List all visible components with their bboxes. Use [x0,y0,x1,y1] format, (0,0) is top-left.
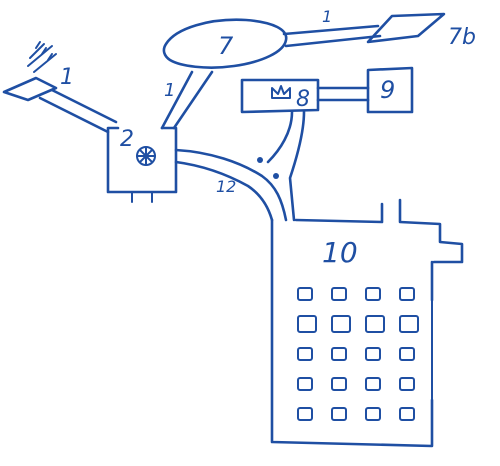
building-10: 10 [270,198,464,448]
path-2-to-10-label: 12 [216,177,236,196]
window [365,287,381,301]
room-1-label: 1 [60,65,74,90]
window-grid [297,287,419,421]
window [365,407,381,421]
room-9: 9 [366,66,414,114]
window [399,315,419,333]
window [331,377,347,391]
door-marker [257,157,263,163]
room-2-label: 2 [120,127,134,152]
path-8-to-9 [316,86,370,102]
room-8-label: 8 [296,87,310,112]
building-10-label: 10 [322,236,358,269]
window [331,407,347,421]
window [365,315,385,333]
window [331,315,351,333]
window [399,287,415,301]
room-2: 2 [106,126,178,203]
room-1: 1 [2,41,74,102]
room-7-label: 7 [218,32,234,60]
path-7-to-7b [282,24,382,48]
room-7b-label: 7b [448,25,476,50]
window [297,347,313,361]
path-2-to-7-label: 1 [164,80,175,101]
room-7b: 7b [366,12,476,50]
room-7: 7 [162,18,288,69]
path-1-to-2 [38,88,118,134]
path-8-to-10 [266,110,306,222]
window [365,347,381,361]
window [297,315,317,333]
room-8: 8 [240,78,320,114]
window [365,377,381,391]
window [297,407,313,421]
window [331,347,347,361]
path-2-to-10 [174,148,288,222]
window [331,287,347,301]
door-marker [273,173,279,179]
path-7-to-7b-label: 1 [322,7,332,26]
window [297,287,313,301]
window [399,407,415,421]
window [399,347,415,361]
path-2-to-7 [160,70,214,130]
room-9-label: 9 [380,76,395,104]
window [399,377,415,391]
window [297,377,313,391]
